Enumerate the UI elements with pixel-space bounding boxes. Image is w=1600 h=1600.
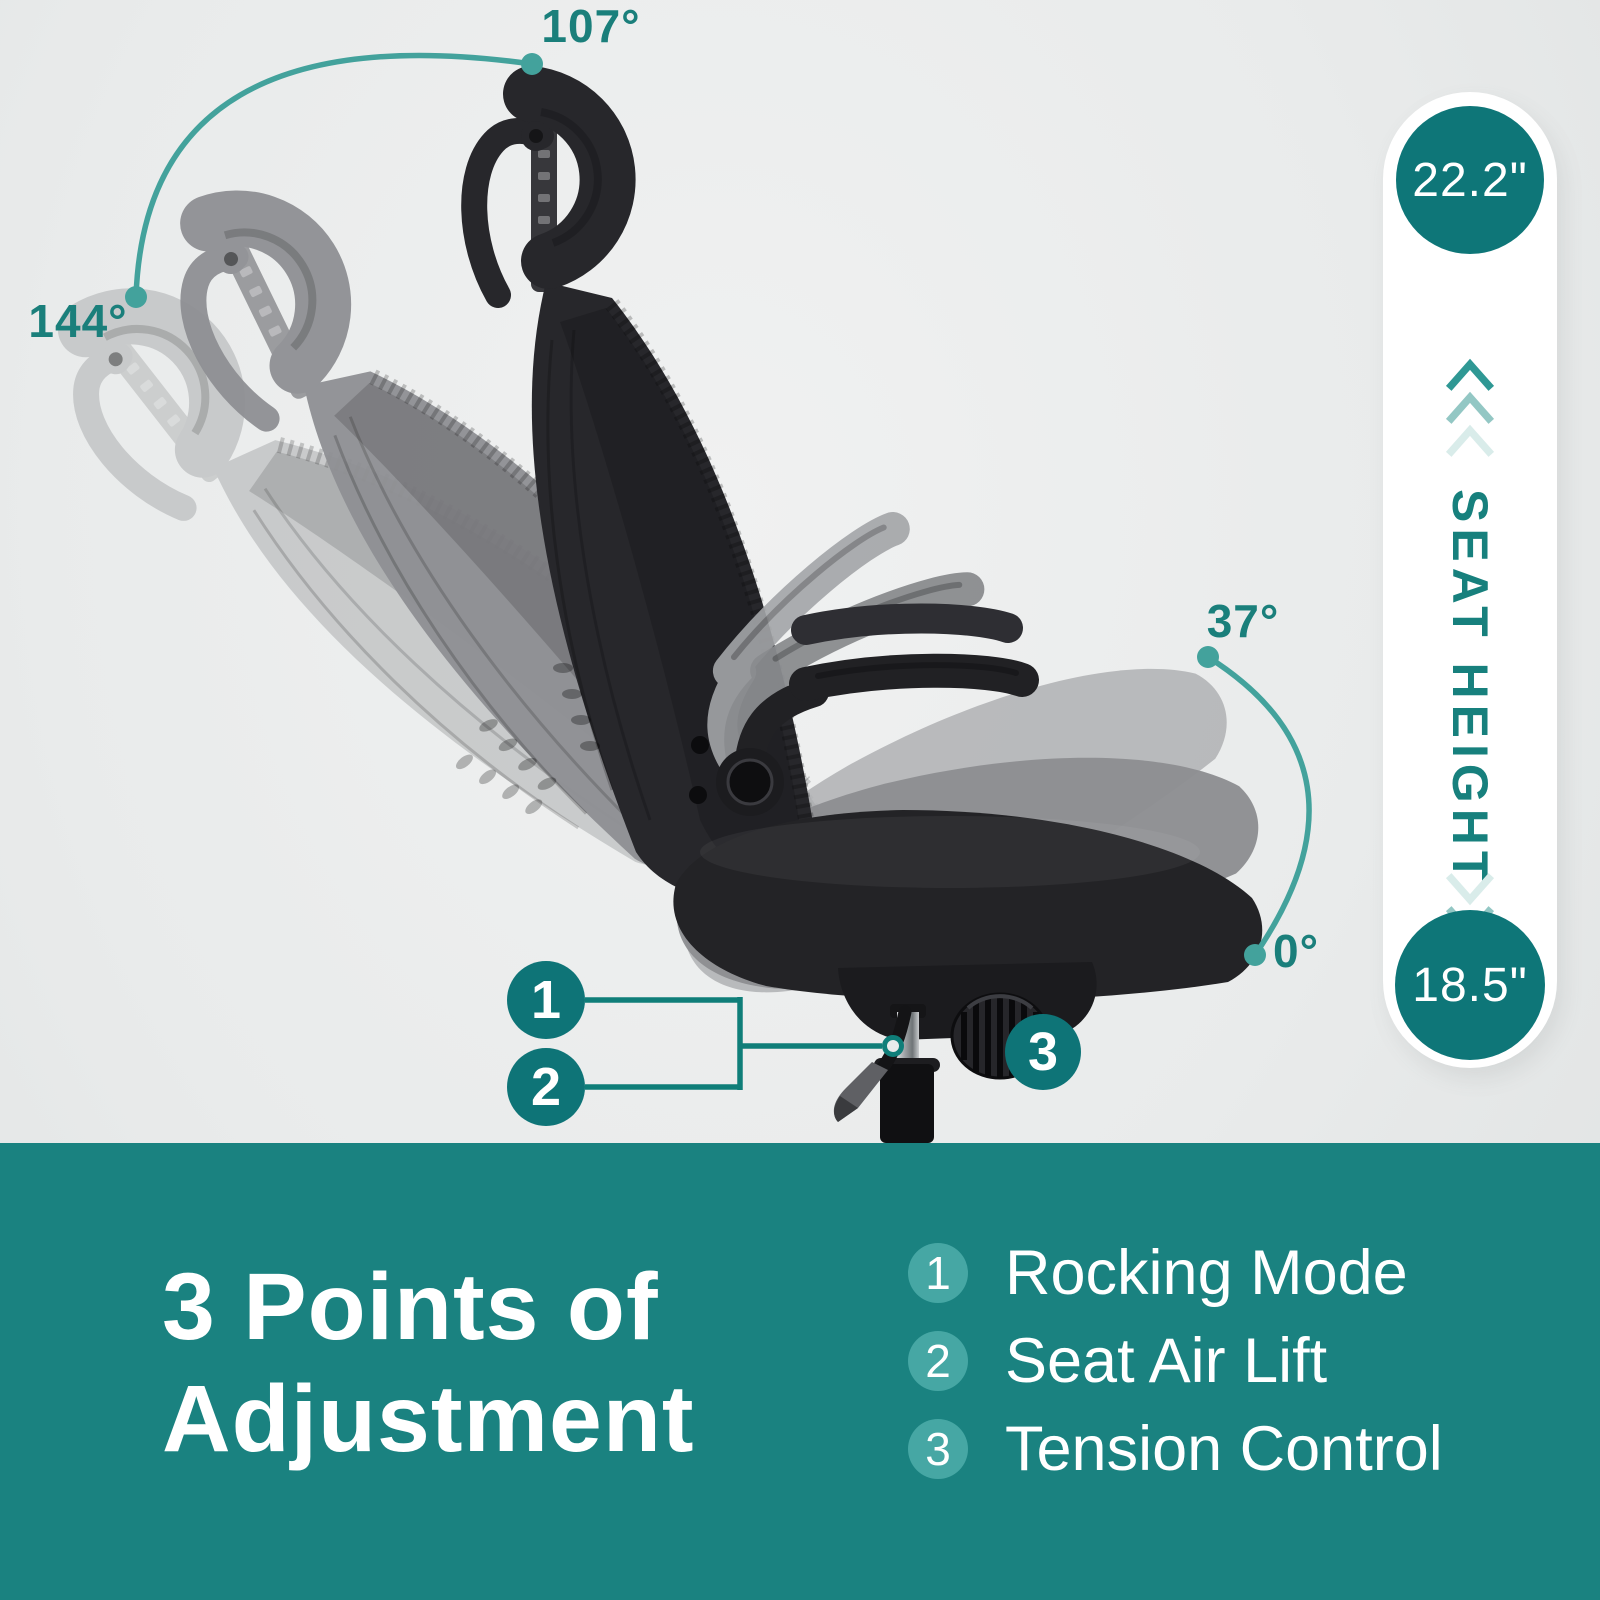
legend-label: Rocking Mode [1005,1238,1408,1308]
seat-cushion [673,810,1263,1001]
chevron-up-icon [1445,424,1495,457]
seat-height-min-badge: 18.5" [1395,910,1545,1060]
chevron-up-icon [1445,358,1495,391]
legend-list: 1 Rocking Mode 2 Seat Air Lift 3 Tension… [908,1238,1443,1507]
legend-item-seat-air-lift: 2 Seat Air Lift [908,1326,1443,1396]
page-title: 3 Points of Adjustment [162,1251,695,1475]
seat-height-panel: 22.2" SEAT HEIGHT 18.5" [1383,92,1557,1068]
chevron-down-icon [1445,873,1495,906]
legend-item-rocking-mode: 1 Rocking Mode [908,1238,1443,1308]
office-chair-illustration [0,52,1312,1143]
armrest-flip-arc [1197,646,1312,966]
seat-height-label: SEAT HEIGHT [1442,489,1498,888]
callout-badge-1: 1 [507,961,585,1039]
legend-number-badge: 3 [908,1419,968,1479]
chevron-up-icon [1445,391,1495,424]
legend-item-tension-control: 3 Tension Control [908,1414,1443,1484]
callout-badge-3: 3 [1005,1014,1081,1090]
page-title-line1: 3 Points of [162,1254,659,1360]
callout-badge-2: 2 [507,1048,585,1126]
seat-height-max-badge: 22.2" [1396,106,1544,254]
callout-bracket [585,997,904,1090]
footer-band: 3 Points of Adjustment 1 Rocking Mode 2 … [0,1143,1600,1600]
armrest-up-angle-label: 37° [1206,595,1280,647]
page-title-line2: Adjustment [162,1366,695,1472]
far-armrest-pad [791,603,1023,645]
headrest-upright-angle-label: 107° [541,0,641,52]
armrest-down-angle-label: 0° [1273,925,1319,977]
legend-number-badge: 2 [908,1331,968,1391]
legend-label: Seat Air Lift [1005,1326,1328,1396]
legend-label: Tension Control [1005,1414,1443,1484]
headrest-recline-arc [125,52,543,308]
legend-number-badge: 1 [908,1243,968,1303]
armrest [689,665,1022,816]
seat-height-up-arrows [1383,356,1557,457]
headrest-reclined-angle-label: 144° [28,295,128,347]
